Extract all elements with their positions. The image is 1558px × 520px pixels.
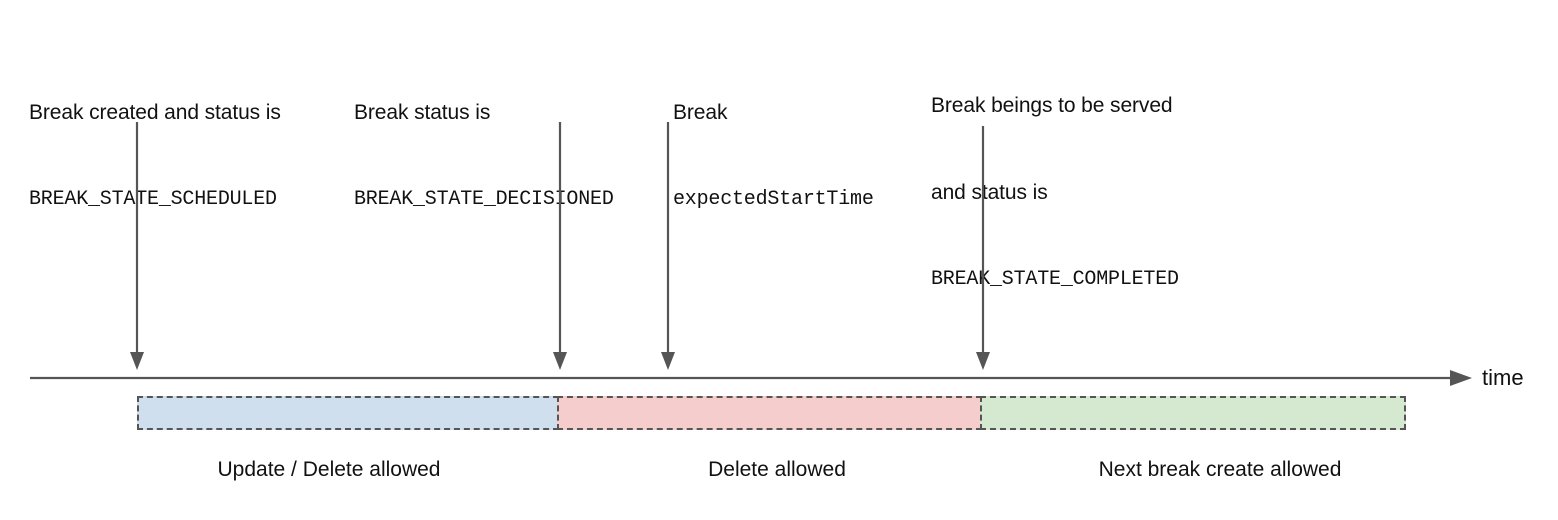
annotation-line: Break [673, 101, 728, 124]
phase-caption-delete-allowed: Delete allowed [708, 458, 846, 481]
drop-arrow-icon [661, 122, 675, 370]
annotation-line: BREAK_STATE_COMPLETED [931, 268, 1179, 291]
annotation-line: and status is [931, 181, 1048, 204]
drop-arrow-icon [130, 122, 144, 370]
annotation-break-created-scheduled: Break created and status is BREAK_STATE_… [29, 40, 281, 272]
phase-segment-next-break-create-allowed [980, 396, 1406, 430]
annotation-line: BREAK_STATE_DECISIONED [354, 188, 614, 211]
drop-arrow-icon [553, 122, 567, 370]
phase-caption-update-delete-allowed: Update / Delete allowed [217, 458, 441, 481]
time-axis-label: time [1482, 365, 1524, 390]
annotation-line: Break created and status is [29, 101, 281, 124]
phase-segment-delete-allowed [557, 396, 982, 430]
phase-segment-update-delete-allowed [137, 396, 559, 430]
annotation-break-decisioned: Break status is BREAK_STATE_DECISIONED [354, 40, 614, 272]
annotation-line: BREAK_STATE_SCHEDULED [29, 188, 277, 211]
phase-caption-next-break-create-allowed: Next break create allowed [1098, 458, 1342, 481]
annotation-break-expected-start-time: Break expectedStartTime [673, 40, 874, 272]
drop-arrow-icon [976, 126, 990, 370]
annotation-break-completed: Break beings to be served and status is … [931, 33, 1179, 352]
time-axis [30, 370, 1472, 386]
annotation-line: Break status is [354, 101, 491, 124]
annotation-line: expectedStartTime [673, 188, 874, 211]
annotation-line: Break beings to be served [931, 94, 1173, 117]
phase-bar [137, 396, 1406, 430]
